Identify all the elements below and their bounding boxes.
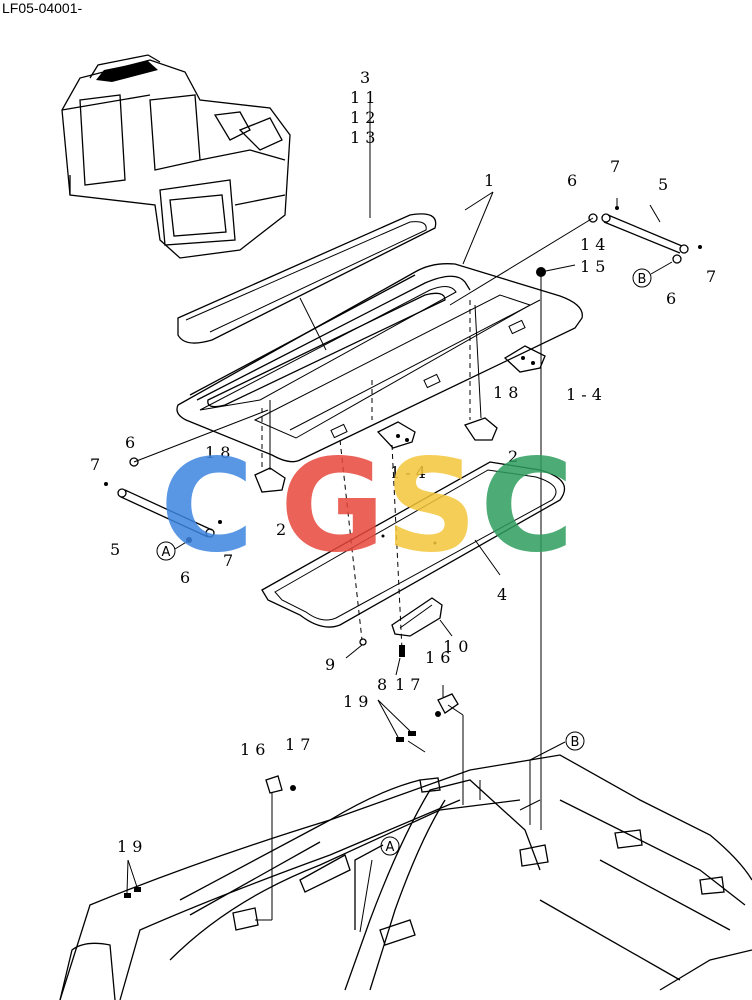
callout-8: 8: [377, 675, 387, 694]
watermark-letter-2: G: [280, 432, 385, 581]
callout-14: 1 4: [580, 235, 605, 254]
callout-9: 9: [325, 655, 335, 674]
roof-frame-part-1: [176, 191, 583, 463]
watermark-letter-3: S: [385, 432, 477, 581]
callout-15: 1 5: [580, 257, 605, 276]
marker-a-label: A: [386, 840, 395, 855]
callout-2-left: 2: [276, 520, 286, 539]
callout-11: 1 1: [350, 88, 375, 107]
callout-4: 4: [497, 585, 507, 604]
callout-5-left: 5: [110, 540, 120, 559]
callout-2-right: 2: [508, 447, 518, 466]
hinge-brackets: [254, 304, 546, 493]
callout-6-left-b: 6: [180, 568, 190, 587]
reference-marker-b-lower: B: [565, 731, 585, 751]
cab-thumbnail: [61, 54, 291, 259]
callout-3: 3: [360, 68, 370, 87]
callout-17-b: 1 7: [285, 735, 310, 754]
callout-6-top: 6: [567, 171, 577, 190]
callout-10: 1 0: [443, 637, 468, 656]
callout-labels: 3 1 1 1 2 1 3 1 6 7 5 1 4 1 5 7 6 1 - 4 …: [90, 68, 716, 856]
callout-6-right: 6: [666, 289, 676, 308]
callout-1: 1: [484, 171, 494, 190]
fasteners: [124, 638, 464, 921]
seal-part-4: [261, 461, 566, 628]
marker-a-label: A: [162, 545, 171, 560]
document-code: LF05-04001-: [2, 0, 83, 16]
callout-7-left-b: 7: [223, 551, 233, 570]
bolt-15: [536, 264, 576, 830]
callout-5-top: 5: [658, 175, 668, 194]
callout-6-left: 6: [125, 433, 135, 452]
cab-body: [59, 741, 752, 1000]
watermark-letter-1: C: [160, 432, 254, 581]
callout-7-left: 7: [90, 455, 100, 474]
reference-marker-b-right: B: [632, 261, 673, 288]
callout-17-a: 1 7: [395, 675, 420, 694]
callout-12: 1 2: [350, 108, 375, 127]
gas-strut-left: [104, 409, 269, 543]
callout-1-4-right: 1 - 4: [566, 385, 602, 404]
reference-marker-a-left: A: [156, 540, 189, 561]
callout-18-left: 1 8: [205, 443, 230, 462]
reference-marker-a-lower: A: [380, 836, 400, 856]
callout-13: 1 3: [350, 128, 375, 147]
watermark: C G S C: [160, 432, 574, 581]
callout-16-a: 1 6: [425, 648, 450, 667]
callout-1-4-mid: 1 - 4: [390, 463, 426, 482]
handle-part-10: [391, 597, 453, 637]
callout-7-right: 7: [706, 267, 716, 286]
callout-19-a: 1 9: [343, 692, 368, 711]
assembly-lines: [261, 300, 471, 651]
callout-16-b: 1 6: [240, 740, 265, 759]
callout-19-b: 1 9: [117, 837, 142, 856]
callout-7-top: 7: [610, 157, 620, 176]
callout-18-right: 1 8: [493, 383, 518, 402]
roof-glass-part-3: [177, 100, 437, 351]
watermark-letter-4: C: [480, 432, 574, 581]
marker-b-label: B: [571, 735, 580, 750]
marker-b-label: B: [638, 272, 647, 287]
gas-strut-right: [449, 198, 702, 306]
